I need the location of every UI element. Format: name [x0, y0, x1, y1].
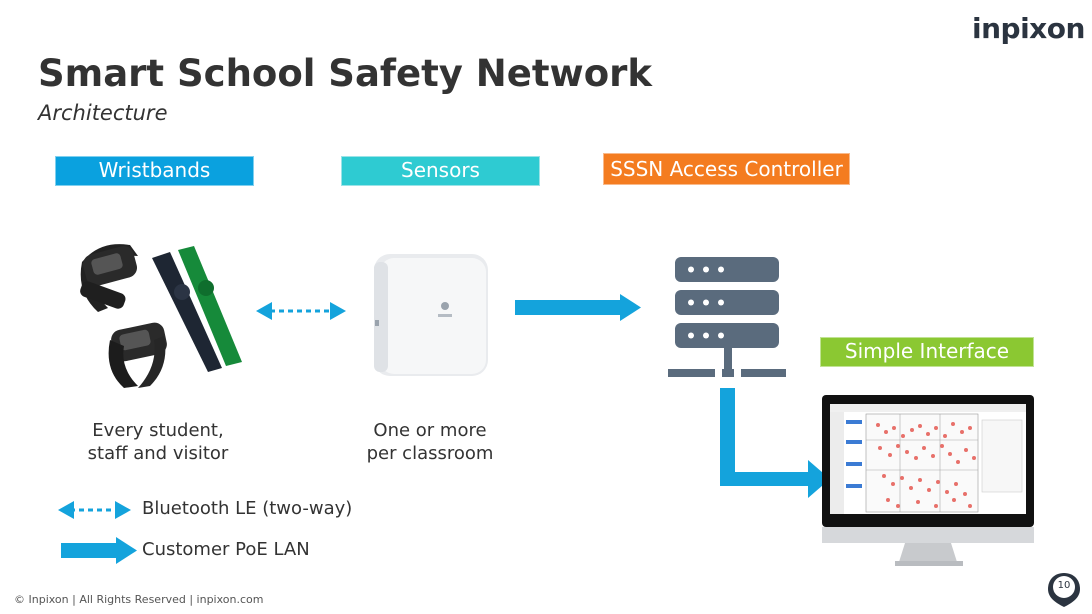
monitor: [822, 395, 1034, 566]
poe-arrow-sensor-controller: [515, 294, 641, 321]
sensors-caption: One or more per classroom: [330, 419, 530, 465]
page-number-badge: [1048, 573, 1080, 607]
wristbands-tag: Wristbands: [55, 156, 254, 186]
wristbands-caption-line2: staff and visitor: [87, 443, 229, 464]
legend-lan-icon: [61, 537, 137, 564]
controller-tag-label: SSSN Access Controller: [610, 157, 843, 181]
controller-tag: SSSN Access Controller: [603, 153, 850, 185]
interface-tag-label: Simple Interface: [844, 339, 1010, 363]
sensor-device: [374, 254, 488, 376]
legend-bluetooth-label: Bluetooth LE (two-way): [142, 498, 353, 519]
logo-text: inpixon: [972, 12, 1085, 45]
wristbands-tag-label: Wristbands: [98, 158, 211, 182]
bluetooth-arrow: [256, 302, 346, 320]
footer-copyright: © Inpixon | All Rights Reserved | inpixo…: [14, 593, 264, 606]
interface-tag: Simple Interface: [820, 337, 1034, 367]
wristbands-caption: Every student, staff and visitor: [58, 419, 258, 465]
sensors-tag-label: Sensors: [401, 158, 480, 182]
inpixon-logo: inpixon: [972, 12, 1085, 45]
legend-lan-label: Customer PoE LAN: [142, 539, 310, 560]
sensors-caption-line1: One or more: [373, 420, 487, 441]
wristbands-caption-line1: Every student,: [92, 420, 224, 441]
sensors-tag: Sensors: [341, 156, 540, 186]
legend-bluetooth-icon: [58, 501, 131, 519]
slide-title: Smart School Safety Network: [38, 52, 653, 95]
slide-subtitle: Architecture: [38, 101, 168, 125]
poe-arrow-controller-monitor: [720, 388, 830, 498]
wristbands-image: [80, 244, 242, 388]
server-icon: [668, 257, 786, 377]
page-number: 10: [1057, 580, 1071, 591]
sensors-caption-line2: per classroom: [366, 443, 494, 464]
